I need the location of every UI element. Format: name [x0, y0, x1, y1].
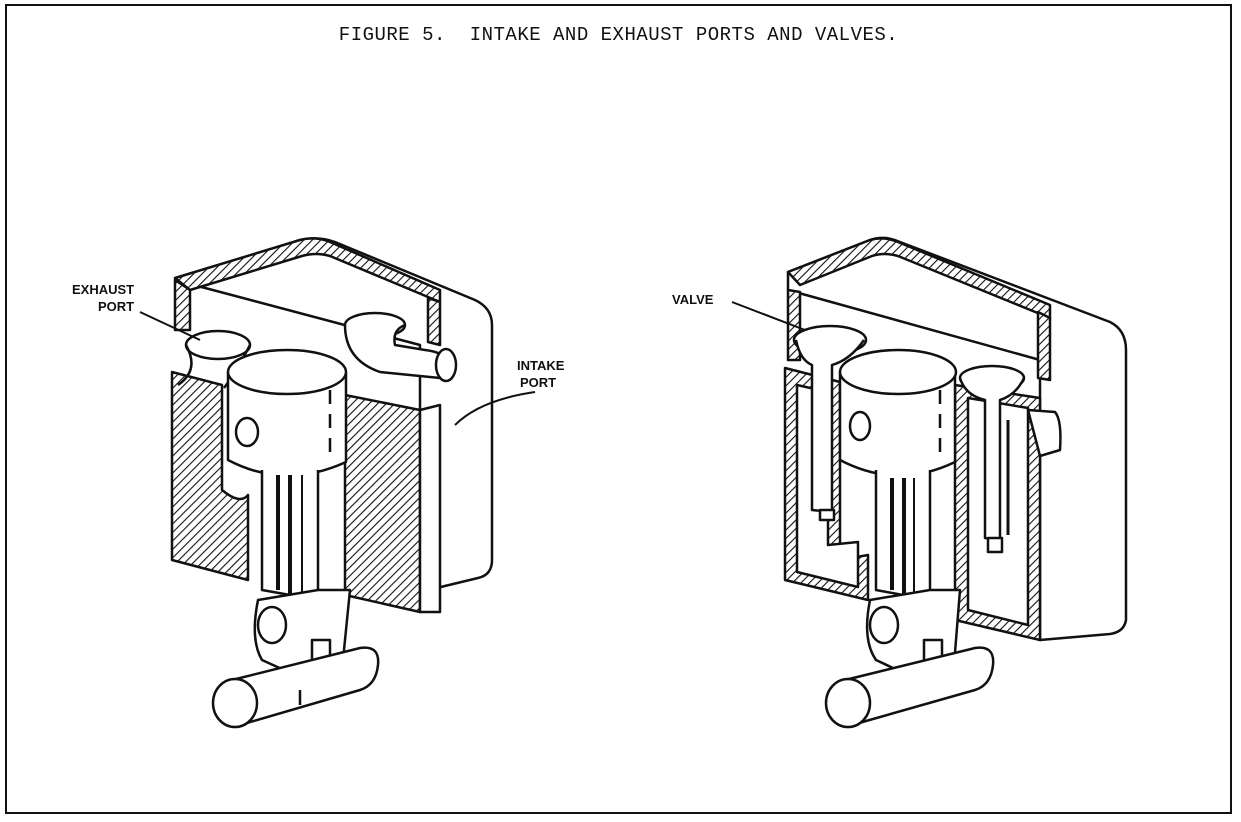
- left-wrist-pin: [234, 416, 260, 448]
- left-crankshaft: [230, 646, 380, 727]
- exhaust-port-label: EXHAUST PORT: [72, 282, 201, 341]
- ports-diagram: [170, 237, 494, 729]
- left-right-wall-top: [426, 296, 442, 347]
- left-block-right-section: [343, 393, 422, 614]
- exhaust-port-leader: [139, 311, 201, 341]
- valve-label: VALVE: [672, 292, 806, 331]
- figure-caption: FIGURE 5. INTAKE AND EXHAUST PORTS AND V…: [338, 24, 899, 46]
- exhaust-port-label-line2: PORT: [98, 299, 134, 314]
- left-block-left-section: [170, 370, 250, 582]
- right-piston-top: [838, 348, 958, 396]
- left-left-wall-top: [173, 278, 192, 332]
- left-piston-top: [226, 348, 348, 396]
- right-wrist-pin: [848, 410, 872, 442]
- valve-leader: [731, 301, 806, 331]
- intake-port-label: INTAKE PORT: [454, 358, 565, 426]
- intake-port-leader: [454, 391, 536, 426]
- right-crankshaft: [843, 646, 995, 727]
- left-block-front: [418, 403, 442, 614]
- right-right-wall-top: [1036, 310, 1052, 382]
- intake-port-label-line2: PORT: [520, 375, 556, 390]
- exhaust-port: [184, 329, 252, 361]
- right-intake-stub: [1026, 408, 1062, 458]
- intake-port-label-line1: INTAKE: [517, 358, 565, 373]
- exhaust-port-label-line1: EXHAUST: [72, 282, 134, 297]
- valve-label-text: VALVE: [672, 292, 714, 307]
- valves-diagram: [783, 236, 1128, 729]
